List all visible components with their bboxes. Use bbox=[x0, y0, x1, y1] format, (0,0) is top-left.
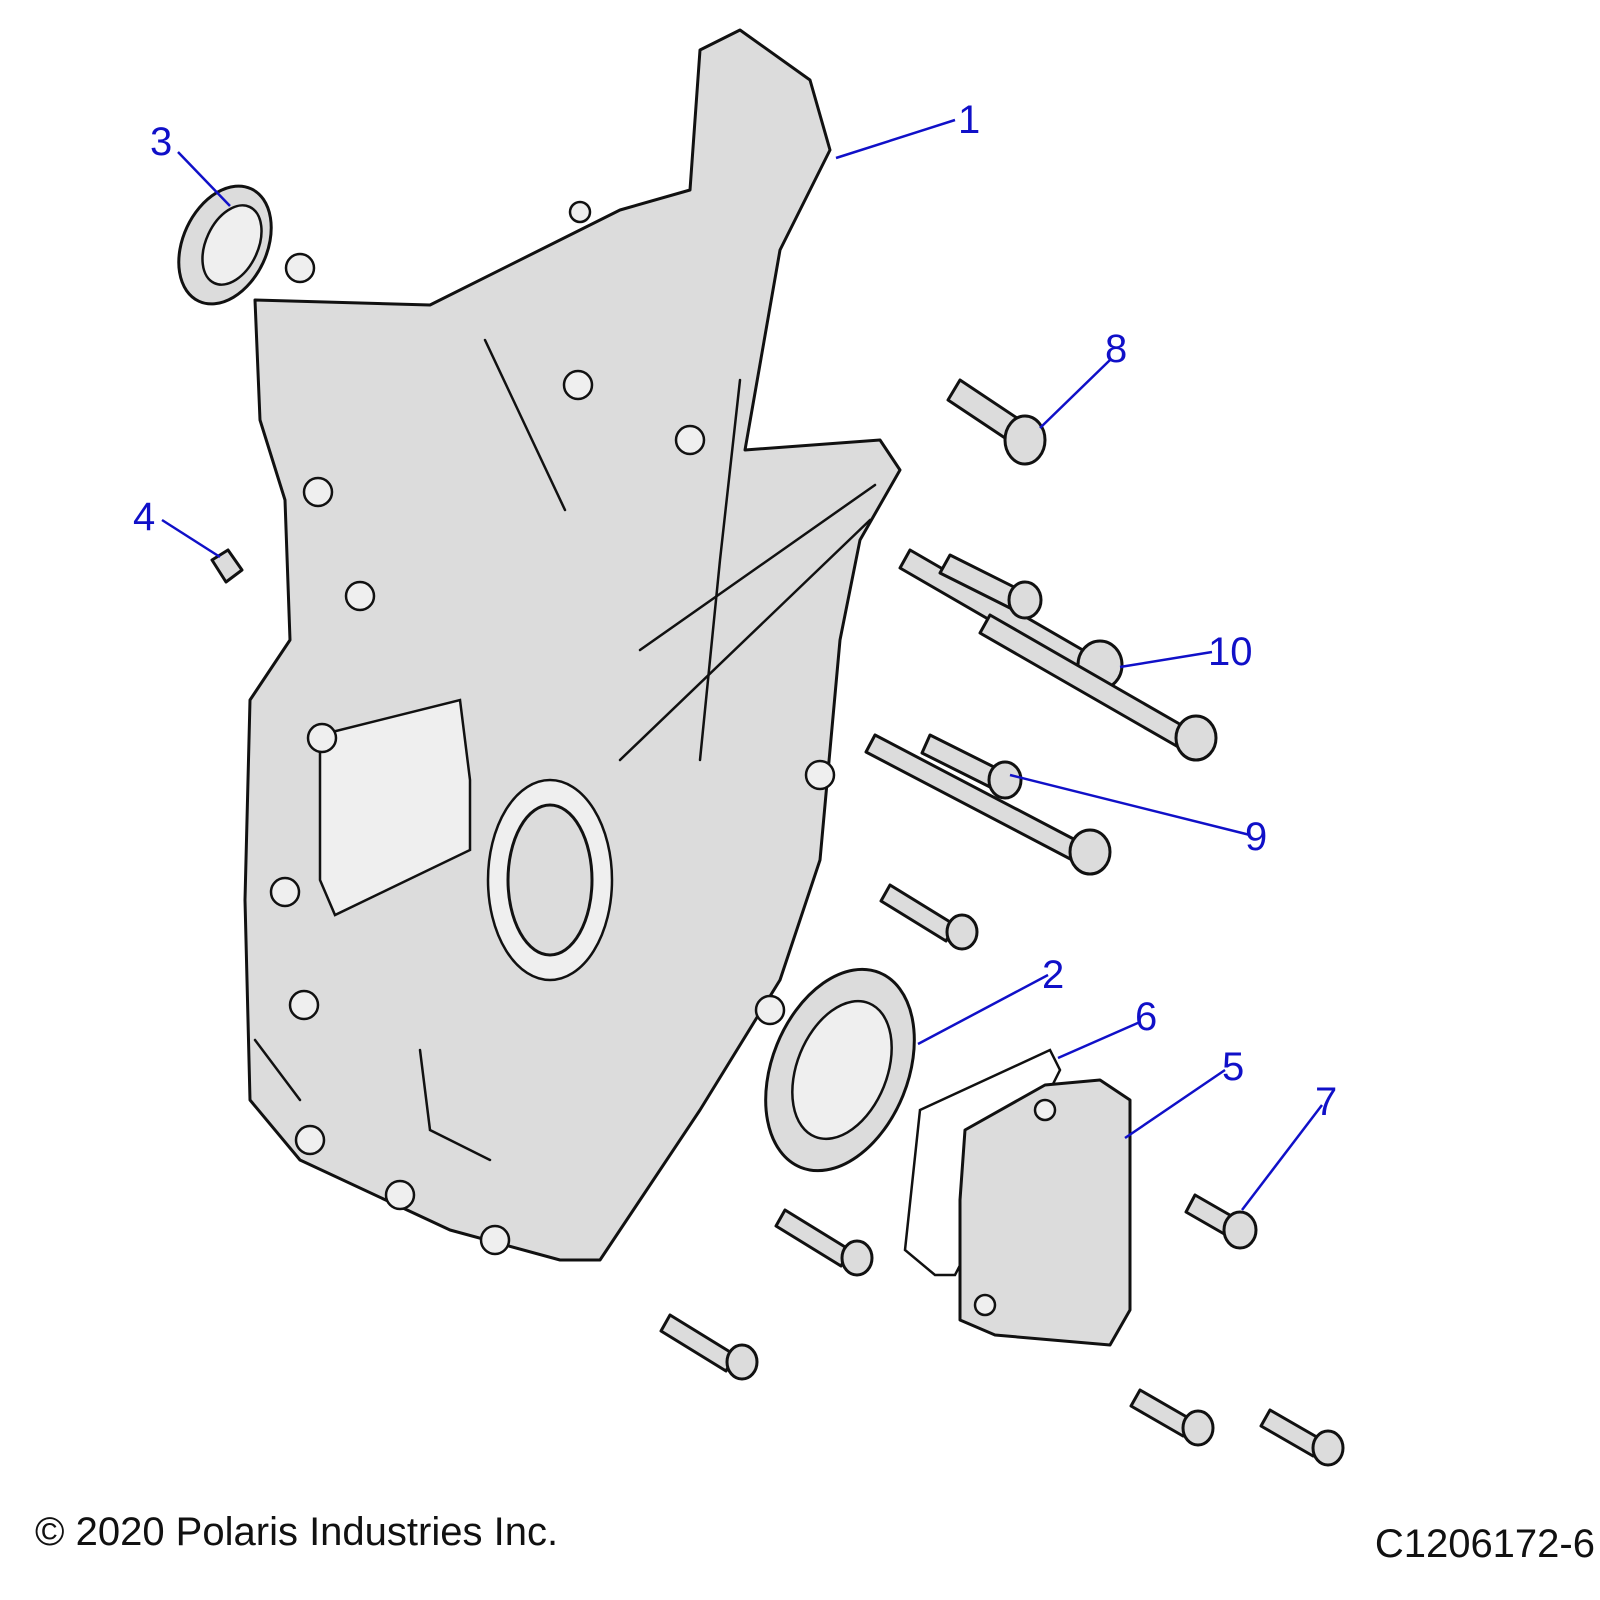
leader-line-10 bbox=[1119, 650, 1213, 669]
leader-line-6 bbox=[1057, 1020, 1141, 1060]
small-oil-seal-part[interactable] bbox=[161, 171, 290, 319]
bolt-7-part[interactable] bbox=[1184, 1193, 1258, 1250]
bolt-10-part[interactable] bbox=[898, 548, 1218, 762]
drawing-number: C1206172-6 bbox=[1374, 1522, 1595, 1566]
dowel-pin-part[interactable] bbox=[210, 548, 244, 584]
leader-line-8 bbox=[1039, 359, 1111, 429]
large-oil-seal-part[interactable] bbox=[738, 947, 943, 1193]
callout-label-9: 9 bbox=[1245, 815, 1267, 859]
callout-label-6: 6 bbox=[1135, 995, 1157, 1039]
bolt-8-part[interactable] bbox=[946, 378, 1047, 466]
callout-label-4: 4 bbox=[133, 495, 155, 539]
leader-line-5 bbox=[1124, 1068, 1226, 1140]
leader-line-3 bbox=[177, 151, 231, 207]
callout-label-8: 8 bbox=[1105, 327, 1127, 371]
bolt-9-part[interactable] bbox=[864, 733, 1112, 876]
leader-line-7 bbox=[1241, 1104, 1323, 1211]
loose-bolts bbox=[659, 883, 1345, 1467]
callout-label-1: 1 bbox=[958, 98, 980, 142]
callout-label-2: 2 bbox=[1042, 953, 1064, 997]
callout-labels: 1 2 3 4 5 6 7 8 9 10 bbox=[133, 98, 1337, 1124]
leader-line-9 bbox=[1009, 773, 1251, 837]
callout-label-3: 3 bbox=[150, 120, 172, 164]
callout-label-10: 10 bbox=[1208, 630, 1253, 674]
leader-line-4 bbox=[161, 518, 221, 559]
leader-line-1 bbox=[835, 118, 956, 160]
leader-lines bbox=[161, 118, 1323, 1211]
leader-line-2 bbox=[917, 973, 1049, 1046]
callout-label-5: 5 bbox=[1222, 1045, 1244, 1089]
callout-label-7: 7 bbox=[1315, 1080, 1337, 1124]
timing-cover-part[interactable] bbox=[243, 28, 902, 1262]
cover-plate-part[interactable] bbox=[958, 1078, 1132, 1347]
copyright-text: © 2020 Polaris Industries Inc. bbox=[35, 1510, 559, 1554]
